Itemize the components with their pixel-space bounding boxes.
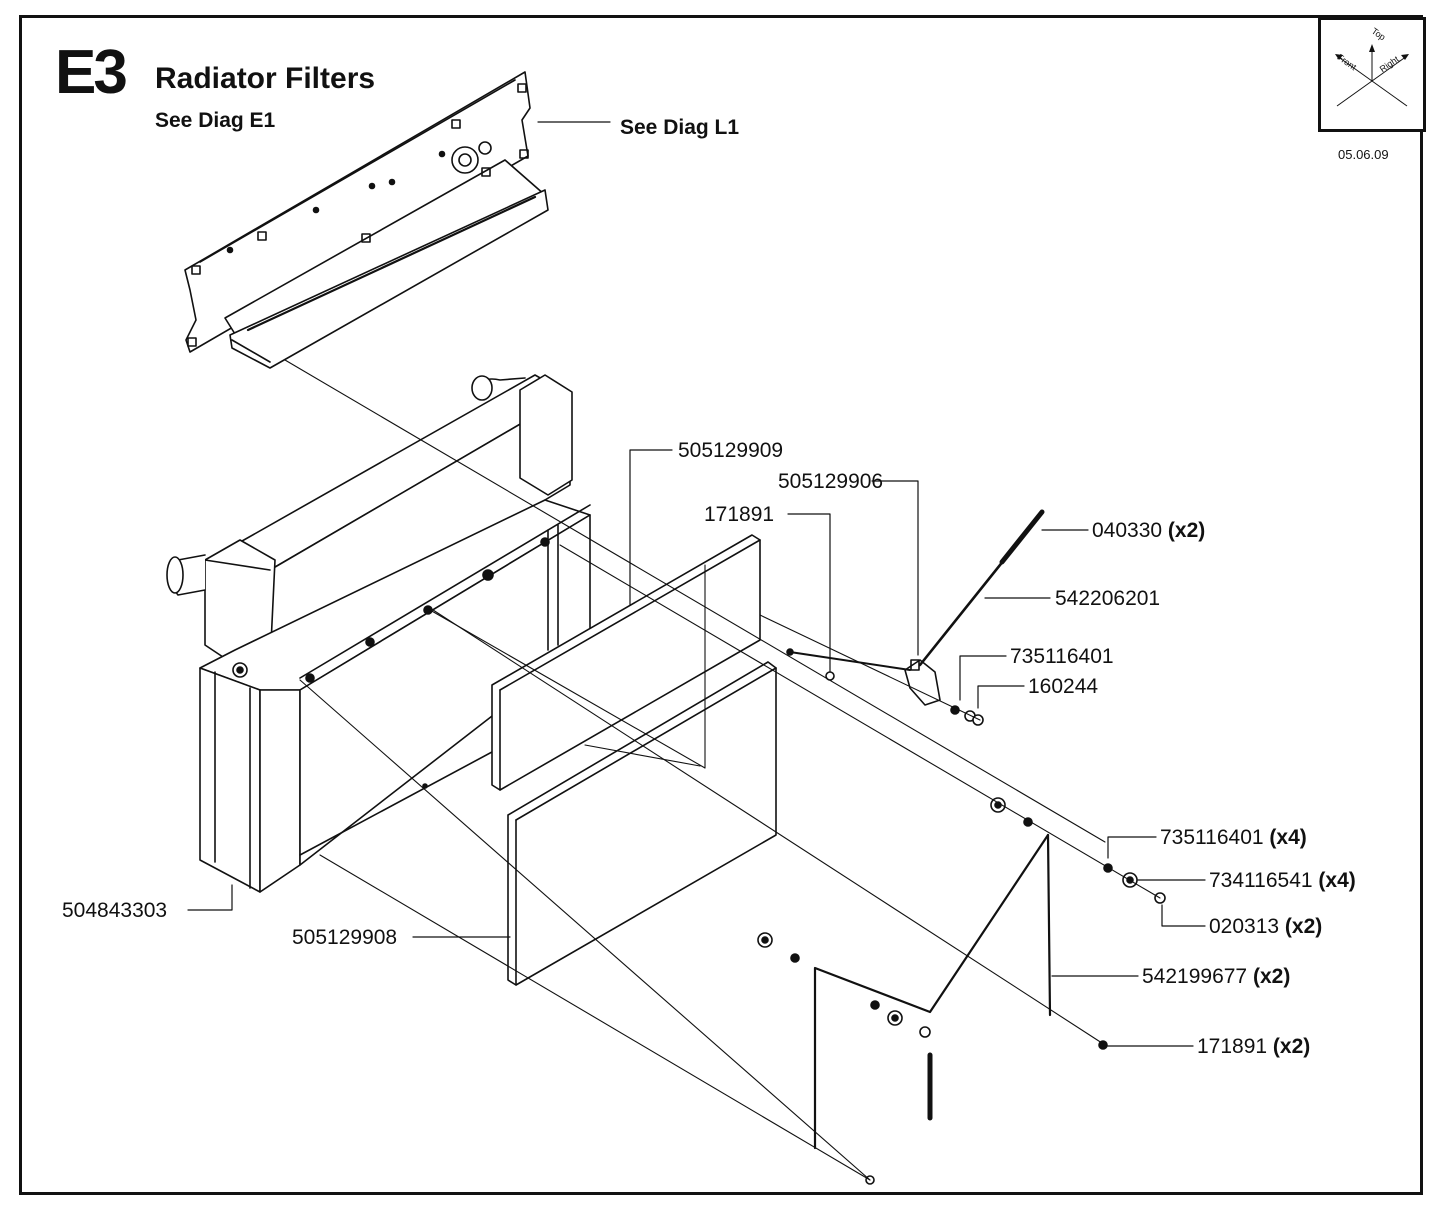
radiator-assembly [166, 374, 591, 893]
part-quantity: (x2) [1272, 1035, 1311, 1058]
part-number: 734116541 [1209, 869, 1313, 892]
leader-lines [187, 121, 1206, 1047]
callout-504843303[interactable]: 504843303 [62, 900, 167, 921]
callout-505129906[interactable]: 505129906 [778, 471, 883, 492]
part-quantity: (x2) [1284, 915, 1323, 938]
diagram-title: Radiator Filters [155, 62, 376, 95]
callout-734116541[interactable]: 734116541 (x4) [1209, 870, 1356, 891]
callout-505129908[interactable]: 505129908 [292, 927, 397, 948]
orientation-axes-icon [1335, 44, 1409, 107]
callout-735116401-x4[interactable]: 735116401 (x4) [1160, 827, 1307, 848]
part-number: 171891 [1197, 1035, 1268, 1058]
see-diagram-e1-link[interactable]: See Diag E1 [155, 109, 276, 132]
part-quantity: (x2) [1167, 519, 1206, 542]
callout-160244[interactable]: 160244 [1028, 676, 1098, 697]
part-number: 020313 [1209, 915, 1280, 938]
callout-020313[interactable]: 020313 (x2) [1209, 916, 1322, 937]
callout-542206201[interactable]: 542206201 [1055, 588, 1160, 609]
part-quantity: (x4) [1318, 869, 1356, 892]
part-quantity: (x2) [1252, 965, 1291, 988]
part-number: 505129909 [678, 439, 784, 462]
filter-panels [491, 534, 777, 986]
part-number: 505129906 [778, 470, 884, 493]
callout-542199677[interactable]: 542199677 (x2) [1142, 966, 1290, 987]
part-number: 505129908 [292, 926, 398, 949]
part-number: 504843303 [62, 899, 168, 922]
part-number: 160244 [1028, 675, 1099, 698]
callout-735116401[interactable]: 735116401 [1010, 646, 1114, 667]
part-number: 171891 [704, 503, 775, 526]
see-diagram-l1-link[interactable]: See Diag L1 [620, 116, 740, 139]
assembly-lines [284, 359, 1161, 1181]
diagram-code: E3 [55, 38, 128, 107]
mounting-bracket [184, 71, 549, 369]
diagram-frame [19, 15, 1423, 1195]
part-number: 040330 [1092, 519, 1163, 542]
part-quantity: (x4) [1269, 826, 1307, 849]
callout-505129909[interactable]: 505129909 [678, 440, 783, 461]
callout-040330[interactable]: 040330 (x2) [1092, 520, 1205, 541]
diagram-date: 05.06.09 [1338, 147, 1389, 162]
callout-171891[interactable]: 171891 [704, 504, 774, 525]
part-number: 542206201 [1055, 587, 1161, 610]
orientation-compass: Top Front Right [1318, 17, 1426, 132]
part-number: 735116401 [1010, 645, 1114, 668]
part-number: 735116401 [1160, 826, 1264, 849]
callout-171891-x2[interactable]: 171891 (x2) [1197, 1036, 1310, 1057]
hardware [757, 509, 1166, 1185]
part-number: 542199677 [1142, 965, 1248, 988]
